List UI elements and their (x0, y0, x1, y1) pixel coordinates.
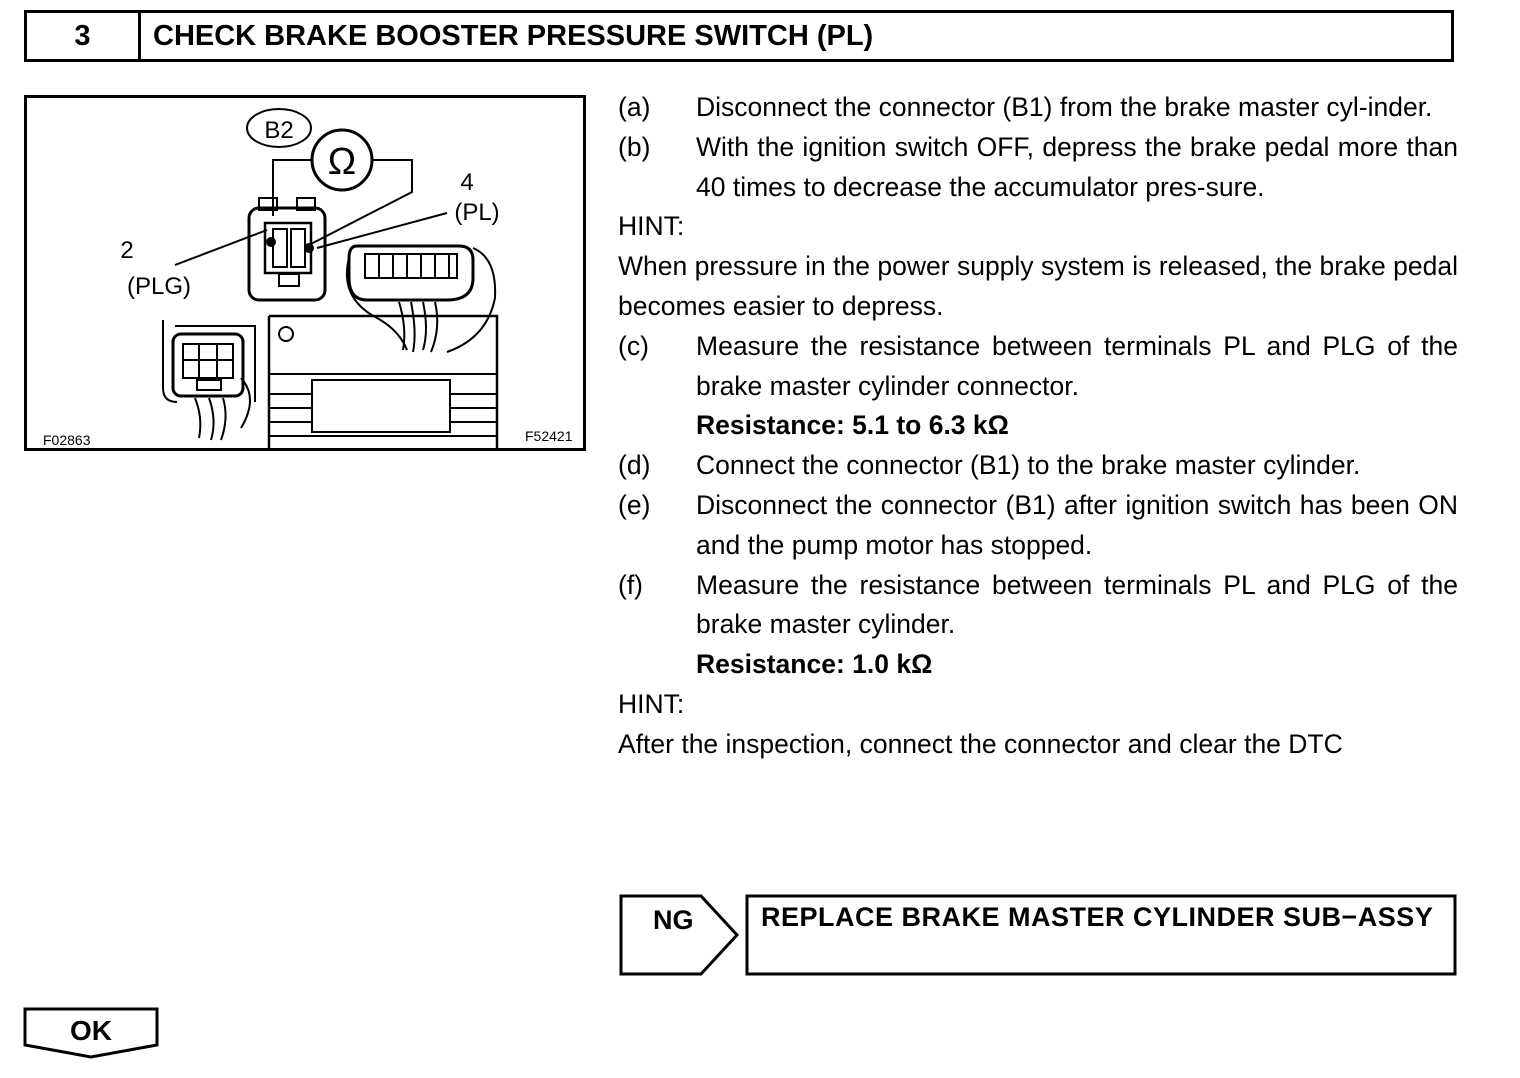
step-d-label: (d) (618, 450, 651, 481)
hint-1-label: HINT: (618, 211, 685, 242)
ng-arrow-shape (619, 894, 740, 976)
figure-code-right: F52421 (525, 428, 573, 444)
step-a-text: Disconnect the connector (B1) from the b… (696, 92, 1433, 122)
terminal-plg-name: (PLG) (127, 273, 191, 300)
step-number: 3 (27, 13, 141, 59)
step-f: (f) Measure the resistance between termi… (618, 566, 1458, 646)
ok-arrow-frame (23, 1007, 159, 1059)
step-header: 3 CHECK BRAKE BOOSTER PRESSURE SWITCH (P… (24, 10, 1454, 62)
terminal-pl-name: (PL) (454, 199, 499, 226)
figure-code-left: F02863 (43, 432, 91, 448)
step-e-label: (e) (618, 489, 651, 520)
step-d-text: Connect the connector (B1) to the brake … (696, 450, 1361, 481)
step-d: (d) Connect the connector (B1) to the br… (618, 446, 1458, 486)
step-c: (c) Measure the resistance between termi… (618, 327, 1458, 407)
step-b-label: (b) (618, 131, 651, 162)
step-b-text: With the ignition switch OFF, depress th… (696, 131, 1458, 202)
step-a-label: (a) (618, 92, 651, 122)
ok-label: OK (70, 1015, 112, 1046)
resistance-spec-2: Resistance: 1.0 kΩ (696, 649, 933, 680)
hint-2-label: HINT: (618, 688, 685, 719)
ng-result-box: NG REPLACE BRAKE MASTER CYLINDER SUB−ASS… (619, 893, 1457, 977)
terminal-pl-number: 4 (460, 169, 473, 196)
step-e: (e) Disconnect the connector (B1) after … (618, 486, 1458, 566)
left-connector (171, 332, 245, 398)
step-c-text: Measure the resistance between terminals… (696, 330, 1458, 401)
ng-action: REPLACE BRAKE MASTER CYLINDER SUB−ASSY (761, 902, 1434, 932)
connector-label-oval (246, 108, 312, 148)
ng-action-frame (745, 894, 1457, 976)
step-a: (a) Disconnect the connector (B1) from t… (618, 88, 1458, 128)
step-b: (b) With the ignition switch OFF, depres… (618, 128, 1458, 208)
step-c-label: (c) (618, 330, 649, 361)
ng-arrow-frame (619, 894, 1457, 976)
connector-illustration: B2 Ω 4 (PL) 2 (PLG) F02863 F52421 (43, 108, 573, 448)
hint-2-text: After the inspection, connect the connec… (618, 728, 1343, 759)
ng-label: NG (653, 905, 694, 935)
ohm-symbol: Ω (328, 141, 356, 183)
step-f-text: Measure the resistance between terminals… (696, 569, 1458, 640)
ok-result-box: OK (22, 1007, 162, 1059)
terminal-plg-number: 2 (120, 237, 133, 264)
hint-1-text: When pressure in the power supply system… (618, 251, 1458, 321)
procedure-steps: (a) Disconnect the connector (B1) from t… (618, 88, 1458, 765)
connector-label-text: B2 (264, 117, 293, 144)
b2-connector (247, 206, 327, 302)
step-e-text: Disconnect the connector (B1) after igni… (696, 489, 1458, 560)
ok-arrow-shape (23, 1007, 159, 1059)
step-title: CHECK BRAKE BOOSTER PRESSURE SWITCH (PL) (153, 19, 874, 52)
resistance-spec-1: Resistance: 5.1 to 6.3 kΩ (696, 410, 1009, 441)
step-f-label: (f) (618, 569, 644, 600)
connector-diagram: B2 Ω 4 (PL) 2 (PLG) F02863 F52421 (24, 95, 586, 451)
right-connector (347, 244, 475, 302)
